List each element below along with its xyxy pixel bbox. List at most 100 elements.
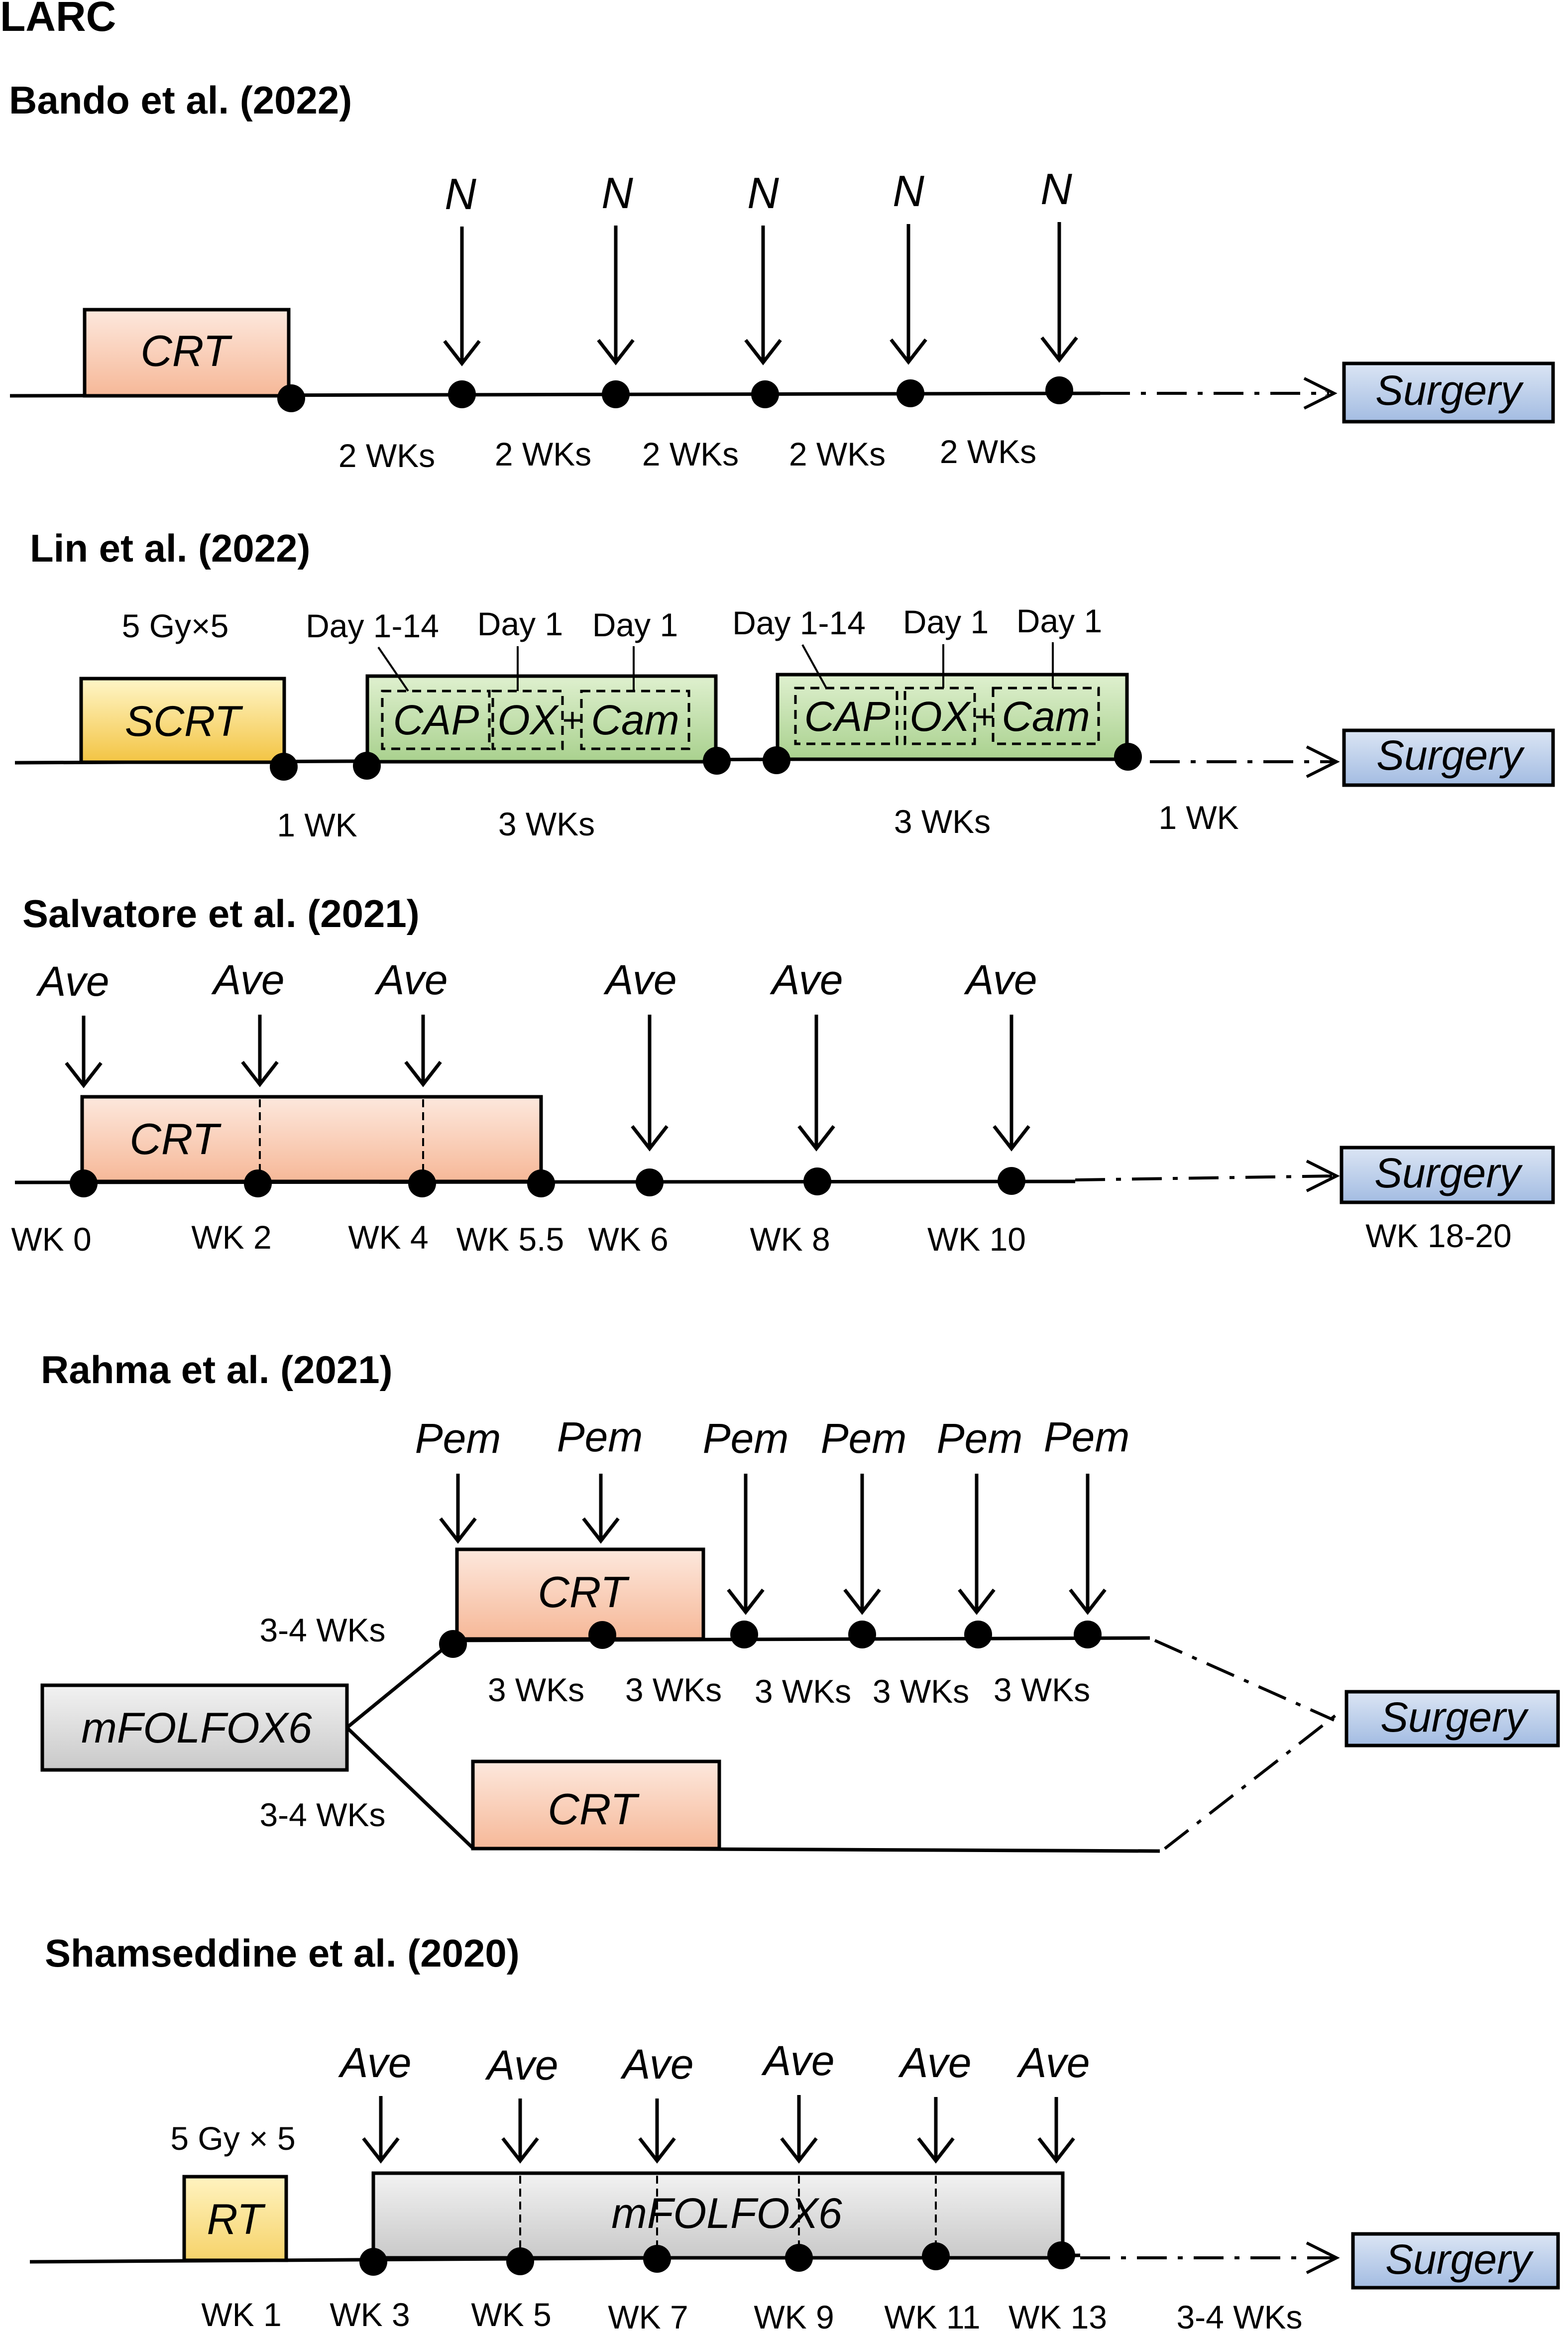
- timepoint-dot: [1045, 376, 1073, 404]
- week-label: WK 9: [754, 2299, 834, 2332]
- timepoint-dot: [70, 1169, 98, 1197]
- interval-labels: 3 WKs 3 WKs 3 WKs 3 WKs 3 WKs: [488, 1671, 1090, 1710]
- arrowhead-icon: [843, 1588, 881, 1615]
- drug-label: Ave: [374, 956, 448, 1003]
- crt-box: [80, 1095, 543, 1183]
- surgery-box: [1344, 1690, 1560, 1748]
- timepoint-dot: [1114, 743, 1142, 771]
- arrowhead-icon: [958, 1588, 996, 1615]
- arm-split-line: [345, 1641, 452, 1729]
- timepoint-dot: [896, 379, 924, 407]
- panel-rahma: Rahma et al. (2021) mFOLFOX6 3-4 WKs 3-4…: [40, 1348, 1560, 1853]
- surgery-label: Surgery: [1375, 367, 1524, 414]
- surgery-box: [1342, 728, 1555, 787]
- timepoint-dot: [785, 2244, 813, 2272]
- panel-salvatore: Salvatore et al. (2021) CRT Surgery Ave …: [11, 892, 1555, 1258]
- day-label: Day 1: [903, 603, 989, 640]
- timepoint-dot: [751, 380, 779, 408]
- day-label: Day 1: [1016, 602, 1102, 639]
- week-labels: WK 0 WK 2 WK 4 WK 5.5 WK 6 WK 8 WK 10 WK…: [11, 1217, 1511, 1258]
- arm-gap-label: 3-4 WKs: [259, 1796, 385, 1833]
- day-label: Day 1-14: [732, 604, 866, 641]
- chemo-box: [371, 2171, 1065, 2260]
- timepoint-dot: [922, 2242, 950, 2270]
- cam-dashed-box: [992, 687, 1100, 745]
- crt-label: CRT: [538, 1567, 630, 1617]
- day-label: Day 1: [477, 605, 563, 642]
- day-label: Day 1: [592, 606, 678, 643]
- cam-label: Cam: [591, 697, 679, 743]
- panel-lin: Lin et al. (2022) 5 Gy×5 SCRT CAP OX + C…: [14, 526, 1555, 843]
- week-label: WK 5: [471, 2296, 551, 2332]
- drug-label: N: [893, 166, 924, 216]
- induction-label: mFOLFOX6: [81, 1704, 312, 1752]
- interval-label: 3 WKs: [755, 1673, 851, 1710]
- drug-label: Ave: [761, 2037, 834, 2084]
- panel-title: Bando et al. (2022): [9, 78, 352, 122]
- surgery-label: Surgery: [1380, 1694, 1529, 1741]
- panel-title: Lin et al. (2022): [30, 526, 311, 570]
- arrowhead-icon: [65, 1061, 103, 1088]
- arrowhead-icon: [597, 339, 635, 365]
- surgery-box: [1340, 1146, 1555, 1204]
- interval-label: 3 WKs: [994, 1671, 1090, 1708]
- panel-title: Shamseddine et al. (2020): [45, 1931, 520, 1975]
- drug-label: Ave: [603, 956, 676, 1003]
- arrowhead-icon: [241, 1060, 279, 1087]
- week-label: WK 18-20: [1365, 1217, 1511, 1254]
- interval-label: 3 WKs: [498, 806, 595, 842]
- arrowhead-icon: [439, 1517, 477, 1544]
- ox-dashed-box: [903, 687, 976, 745]
- arm-split-line: [345, 1726, 474, 1850]
- timepoint-dot: [1074, 1621, 1102, 1648]
- arrowhead-icon: [993, 1125, 1030, 1152]
- chemo-label: mFOLFOX6: [611, 2190, 842, 2237]
- panel-title: Salvatore et al. (2021): [22, 892, 420, 935]
- timepoint-dot: [763, 746, 790, 774]
- drug-label: Ave: [769, 956, 843, 1003]
- timepoint-dot: [636, 1168, 664, 1196]
- drug-label: Pem: [703, 1415, 789, 1462]
- drug-arrows: Pem Pem Pem Pem Pem Pem: [415, 1413, 1129, 1615]
- drug-label: Ave: [963, 956, 1037, 1003]
- arrowhead-icon: [917, 2137, 955, 2164]
- drug-label: Ave: [484, 2042, 558, 2089]
- week-label: WK 7: [608, 2299, 688, 2332]
- drug-label: Pem: [557, 1413, 643, 1460]
- arrowhead-icon: [443, 340, 481, 366]
- figure-label: LARC: [0, 0, 116, 40]
- interval-labels: 2 WKs 2 WKs 2 WKs 2 WKs 2 WKs: [338, 433, 1036, 474]
- timepoint-dots: [270, 743, 1142, 781]
- drug-label: Ave: [620, 2041, 693, 2088]
- drug-label: N: [601, 168, 633, 218]
- interval-label: 3 WKs: [488, 1671, 584, 1708]
- week-label: 3-4 WKs: [1176, 2299, 1302, 2332]
- arrowhead-icon: [582, 1517, 620, 1544]
- timepoint-dot: [506, 2247, 534, 2275]
- timepoint-dot: [277, 384, 305, 412]
- interval-label: 1 WK: [277, 807, 357, 843]
- arrowhead-icon: [1040, 336, 1078, 363]
- interval-label: 1 WK: [1158, 799, 1238, 836]
- interval-label: 2 WKs: [940, 433, 1036, 470]
- arrowhead-icon: [890, 338, 927, 365]
- cam-label: Cam: [1002, 693, 1090, 740]
- drug-arrows: Ave Ave Ave Ave Ave Ave: [337, 2037, 1090, 2164]
- week-labels: WK 1 WK 3 WK 5 WK 7 WK 9 WK 11 WK 13 3-4…: [201, 2296, 1302, 2332]
- day-callout: [377, 646, 409, 692]
- timepoint-dot: [803, 1167, 831, 1195]
- cap-label: CAP: [393, 697, 479, 743]
- crt-box: [83, 308, 291, 398]
- interval-label: 2 WKs: [338, 437, 435, 474]
- drug-label: N: [747, 168, 779, 218]
- ox-label: OX: [497, 697, 559, 743]
- drug-label: N: [445, 169, 476, 219]
- timeline-arrowhead: [1303, 377, 1338, 410]
- drug-label: N: [1040, 164, 1072, 214]
- interval-label: 2 WKs: [789, 436, 886, 472]
- arrowhead-icon: [362, 2137, 400, 2164]
- timepoint-dot: [1047, 2241, 1075, 2269]
- drug-label: Ave: [35, 958, 109, 1005]
- week-label: WK 8: [750, 1221, 830, 1258]
